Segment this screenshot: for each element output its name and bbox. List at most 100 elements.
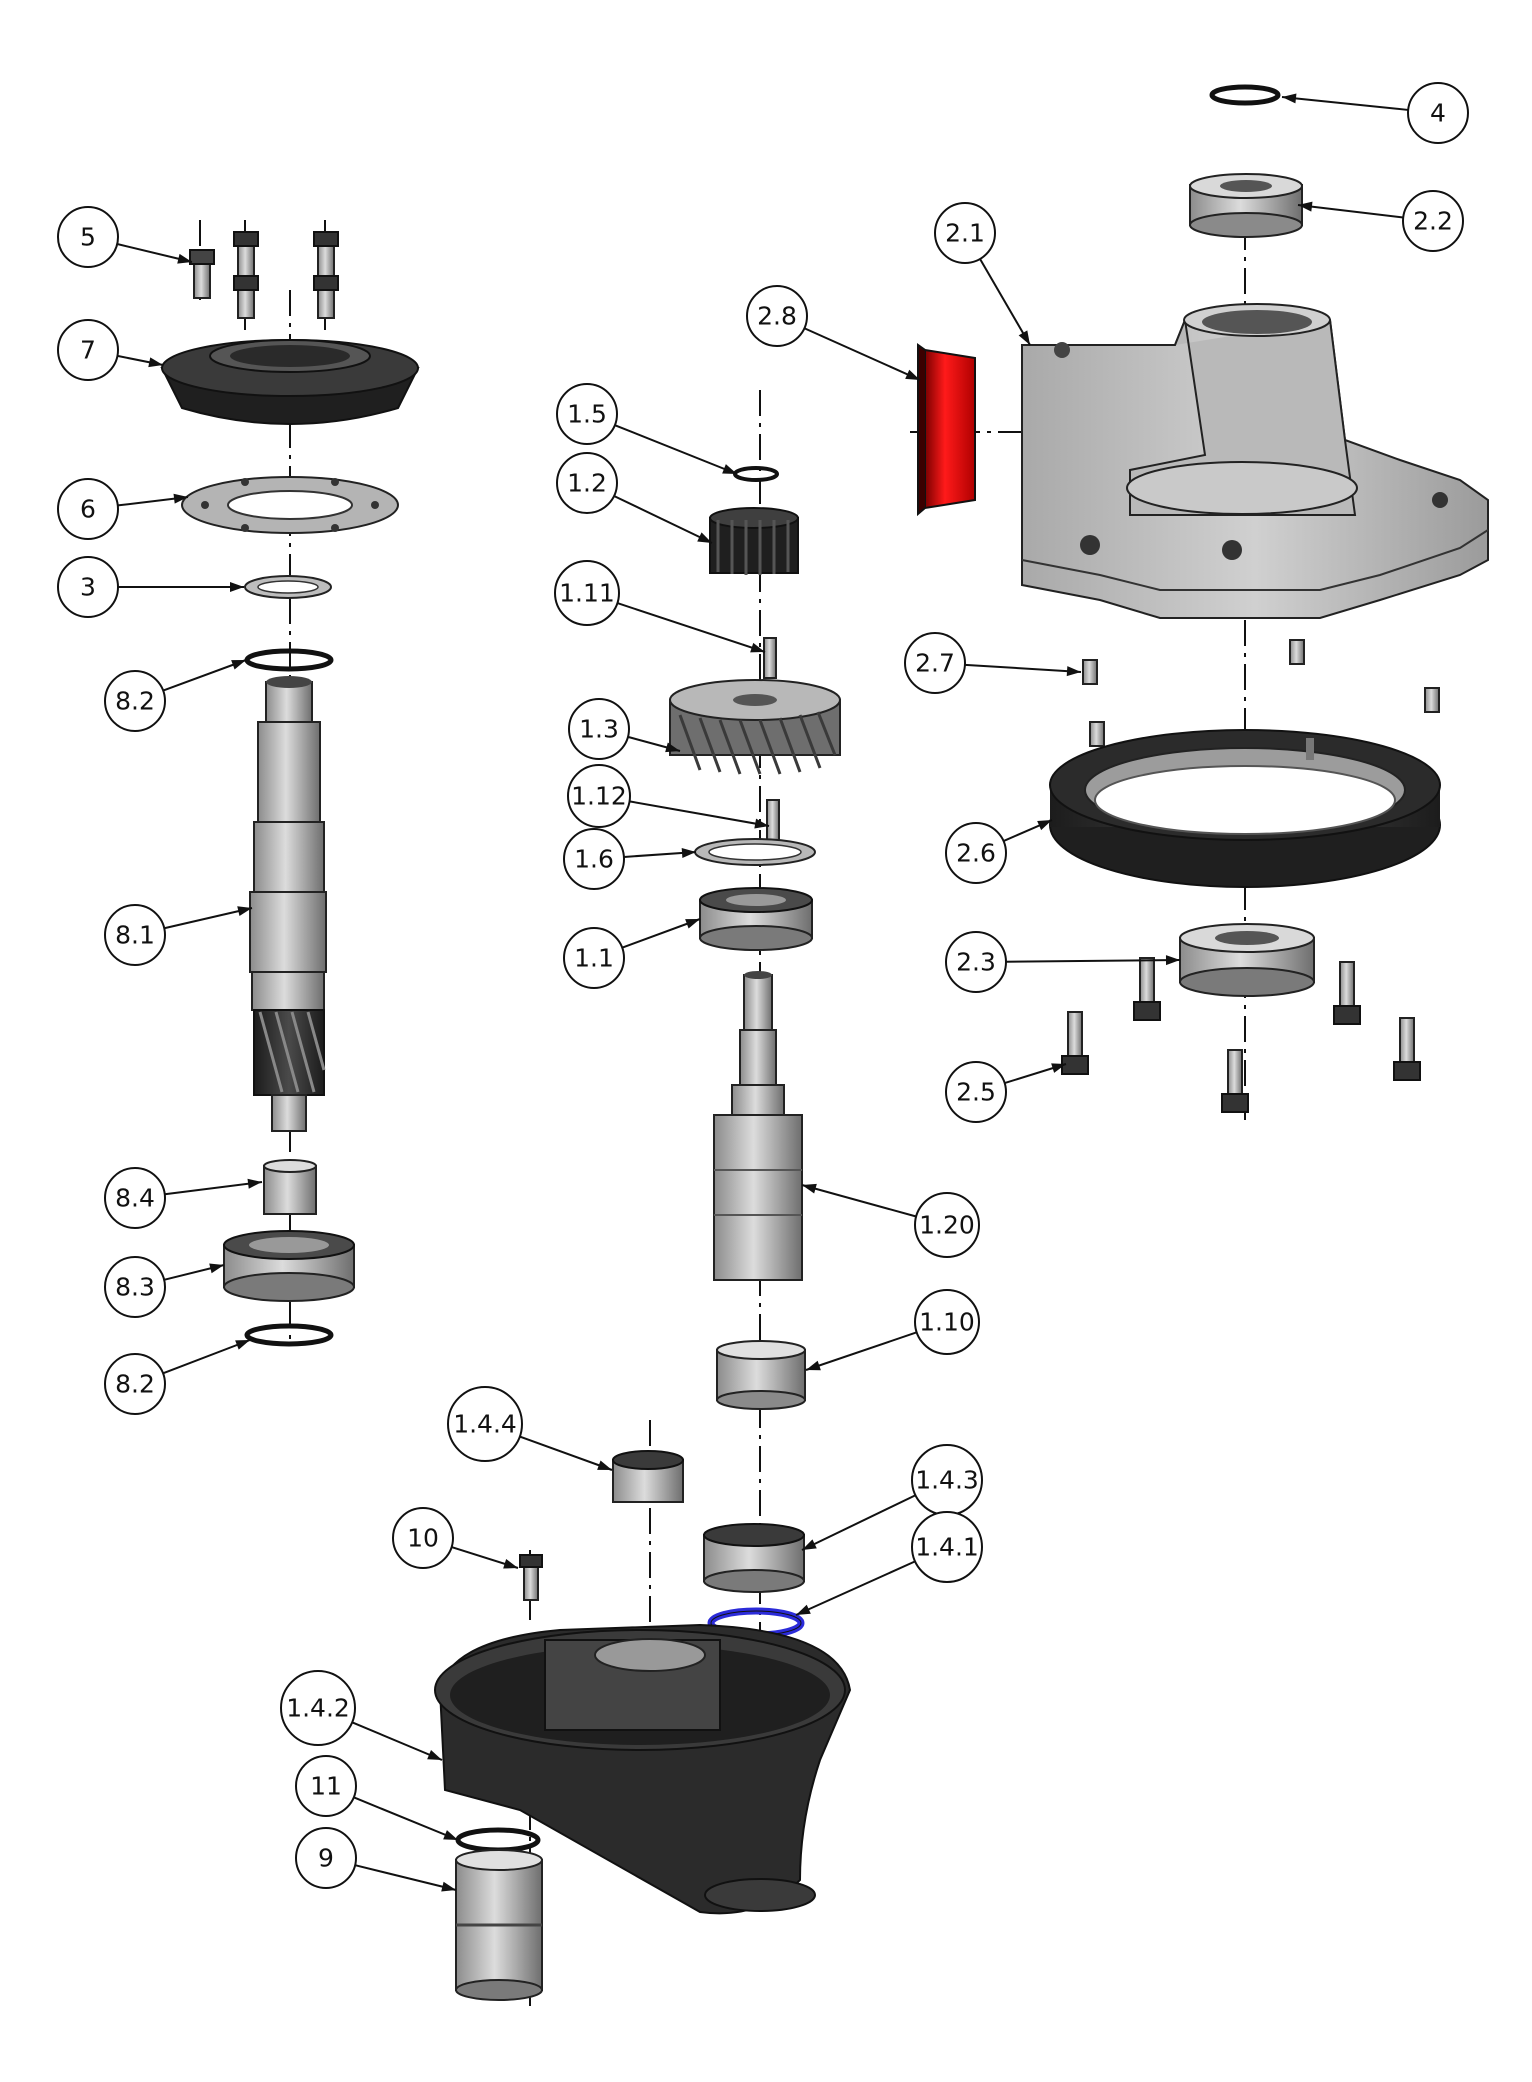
leader-line-c-2-1 — [979, 258, 1031, 346]
callout-circle — [104, 904, 166, 966]
leader-arrow-c-1-4-1 — [796, 1604, 811, 1615]
callout-circle — [914, 1192, 980, 1258]
sleeve-1-10 — [716, 1340, 806, 1410]
callout-label: 2.5 — [956, 1078, 996, 1107]
pin-1-11 — [763, 637, 777, 679]
callout-label: 1.1 — [574, 944, 614, 973]
callout-bubble-c-8-2-top: 8.2 — [104, 670, 166, 732]
callout-circle — [563, 828, 625, 890]
snap-ring-8-2-top — [244, 648, 334, 672]
leader-arrow-c-8-3 — [209, 1263, 224, 1274]
bearing-2-3 — [1179, 923, 1315, 997]
callout-circle — [911, 1511, 983, 1583]
leader-arrow-c-1-3 — [665, 742, 680, 753]
callout-circle — [57, 206, 119, 268]
callout-bubble-c-4: 4 — [1407, 82, 1469, 144]
sleeve-8-4 — [263, 1159, 317, 1215]
callout-bubble-c-8-4: 8.4 — [104, 1167, 166, 1229]
callout-bubble-c-5: 5 — [57, 206, 119, 268]
housing-2-1 — [1021, 303, 1489, 619]
callout-label: 1.4.4 — [453, 1410, 517, 1439]
callout-circle — [568, 698, 630, 760]
callout-label: 2.1 — [945, 219, 985, 248]
callout-bubble-c-8-3: 8.3 — [104, 1256, 166, 1318]
washer-1-5 — [733, 466, 779, 482]
callout-circle — [57, 556, 119, 618]
leader-line-c-1-11 — [617, 602, 766, 653]
leader-line-c-1-20 — [801, 1184, 917, 1218]
callout-circle — [1407, 82, 1469, 144]
leader-line-c-1-12 — [629, 800, 770, 827]
callout-circle — [567, 764, 631, 828]
callout-circle — [104, 1353, 166, 1415]
bearing-2-2 — [1189, 173, 1303, 238]
leader-arrow-c-1-2 — [697, 532, 712, 543]
leader-arrow-c-7 — [148, 357, 163, 368]
callout-label: 1.20 — [919, 1211, 975, 1240]
callout-bubble-c-8-1: 8.1 — [104, 904, 166, 966]
callout-label: 1.3 — [579, 715, 619, 744]
callout-label: 11 — [310, 1772, 342, 1801]
bushing-1-4-4 — [612, 1450, 684, 1503]
callout-label: 3 — [80, 573, 96, 602]
leader-arrow-c-1-4-4 — [597, 1460, 612, 1470]
callout-label: 1.10 — [919, 1308, 975, 1337]
callout-bubble-c-1-20: 1.20 — [914, 1192, 980, 1258]
callout-circle — [295, 1755, 357, 1817]
shaft-8-1 — [249, 676, 327, 1132]
callout-bubble-c-1-4-2: 1.4.2 — [280, 1670, 356, 1746]
callout-bubble-c-2-1: 2.1 — [934, 202, 996, 264]
pins-2-7 — [1082, 639, 1440, 747]
callout-circle — [104, 1167, 166, 1229]
leader-arrow-c-10 — [503, 1559, 518, 1569]
callout-bubble-c-2-6: 2.6 — [945, 822, 1007, 884]
pinion-1-2 — [709, 507, 799, 575]
bearing-1-4-3 — [703, 1523, 805, 1593]
snap-ring-4 — [1209, 84, 1281, 106]
callout-bubble-c-2-3: 2.3 — [945, 931, 1007, 993]
callout-label: 8.3 — [115, 1273, 155, 1302]
leader-line-c-1-4-1 — [795, 1560, 916, 1616]
callout-circle — [945, 931, 1007, 993]
shaft-1-20 — [713, 971, 803, 1281]
leader-line-c-2-3 — [1005, 959, 1181, 963]
housing-1-4-2 — [434, 1623, 852, 1915]
callout-bubble-c-1-1: 1.1 — [563, 927, 625, 989]
callout-circle — [914, 1289, 980, 1355]
callout-label: 1.4.1 — [915, 1533, 979, 1562]
pin-1-12 — [766, 799, 780, 841]
callout-bubbles: 42.22.12.857638.28.18.48.38.21.51.21.111… — [57, 82, 1469, 1889]
callout-label: 1.5 — [567, 400, 607, 429]
leader-line-c-1-4-4 — [519, 1435, 613, 1471]
callout-circle — [280, 1670, 356, 1746]
callout-label: 5 — [80, 223, 96, 252]
callout-bubble-c-7: 7 — [57, 319, 119, 381]
plate-6 — [181, 476, 399, 534]
leader-line-c-1-4-3 — [801, 1494, 916, 1551]
callout-label: 10 — [407, 1524, 439, 1553]
leader-arrow-c-1-5 — [722, 464, 737, 474]
callout-circle — [904, 632, 966, 694]
leader-arrow-c-2-8 — [905, 369, 920, 380]
leader-arrow-c-1-12 — [754, 818, 769, 829]
callout-circle — [104, 1256, 166, 1318]
callout-bubble-c-6: 6 — [57, 478, 119, 540]
callout-circle — [563, 927, 625, 989]
callout-bubble-c-1-2: 1.2 — [556, 452, 618, 514]
callout-circle — [554, 560, 620, 626]
callout-bubble-c-9: 9 — [295, 1827, 357, 1889]
screws-5 — [189, 231, 339, 319]
leader-arrow-c-1-4-3 — [802, 1539, 817, 1550]
o-ring-11 — [455, 1827, 541, 1853]
leader-arrow-c-1-20 — [802, 1183, 817, 1194]
callout-circle — [392, 1507, 454, 1569]
callout-label: 2.2 — [1413, 207, 1453, 236]
leader-arrow-c-6 — [173, 493, 188, 504]
bearing-1-1 — [699, 887, 813, 951]
callout-label: 2.6 — [956, 839, 996, 868]
gear-1-3 — [669, 679, 841, 775]
leader-line-c-1-10 — [805, 1331, 918, 1371]
callout-label: 1.4.2 — [286, 1694, 350, 1723]
callout-circle — [934, 202, 996, 264]
callout-bubble-c-1-10: 1.10 — [914, 1289, 980, 1355]
